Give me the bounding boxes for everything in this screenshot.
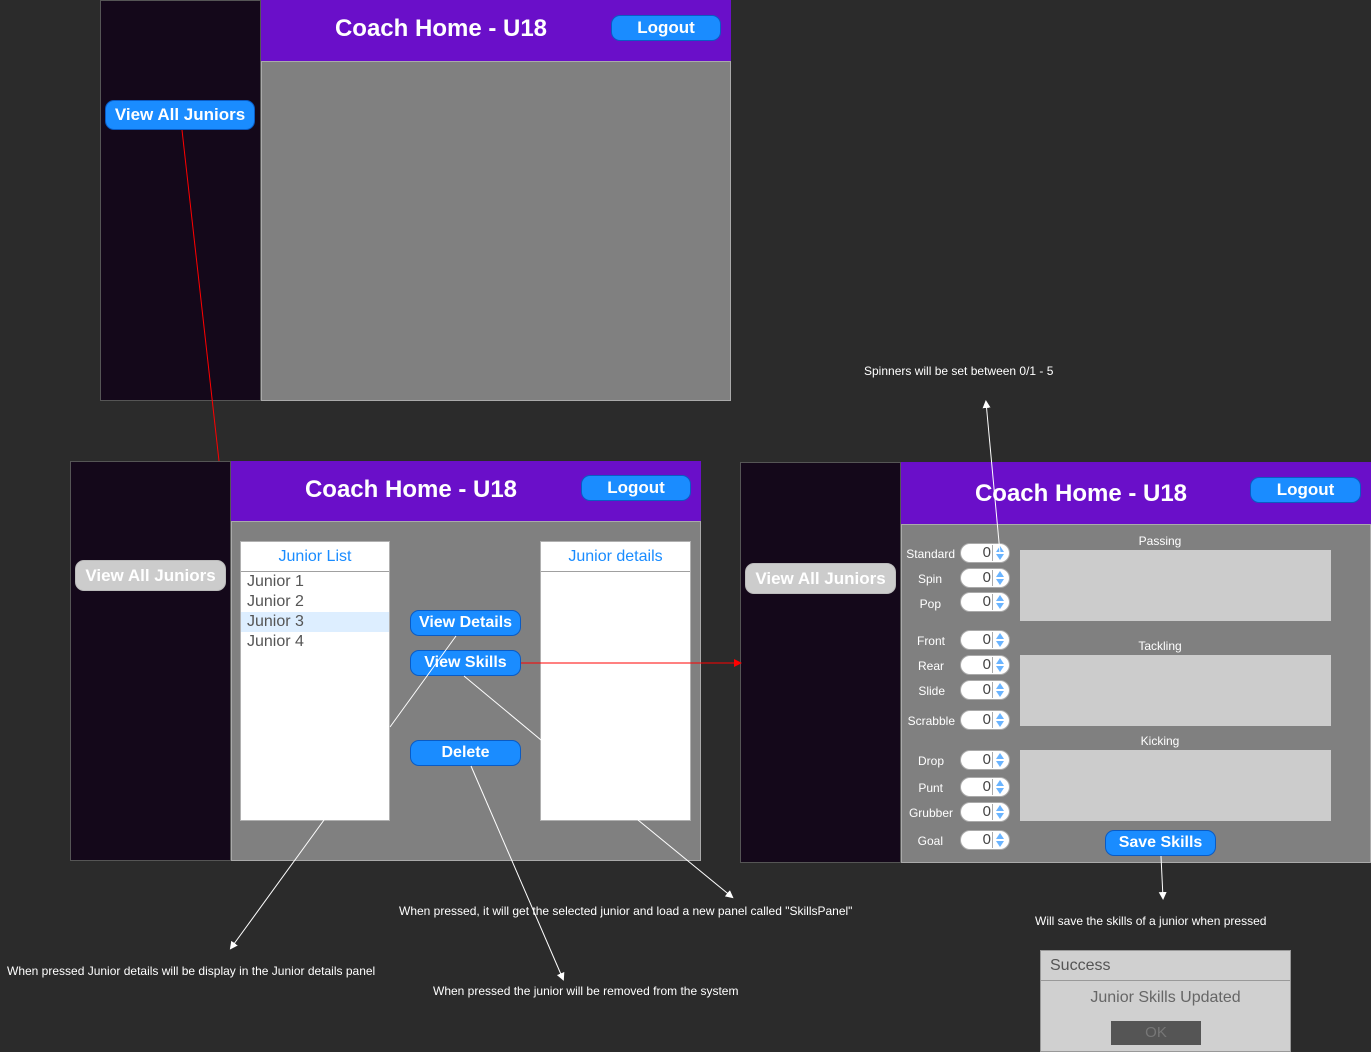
header: Coach Home - U18 Logout	[901, 462, 1371, 524]
spinner-value: 0	[982, 711, 991, 728]
sidebar	[70, 461, 231, 861]
spinner-arrows-icon[interactable]	[992, 832, 1007, 848]
kicking-title: Kicking	[1140, 734, 1180, 748]
view-all-juniors-button[interactable]: View All Juniors	[745, 563, 896, 594]
spinner-arrows-icon[interactable]	[992, 804, 1007, 820]
success-dialog: Success Junior Skills Updated OK	[1040, 950, 1291, 1052]
spin-spinner[interactable]: 0	[960, 568, 1010, 588]
view-all-juniors-button[interactable]: View All Juniors	[75, 560, 226, 591]
logout-button[interactable]: Logout	[611, 15, 721, 41]
front-spinner[interactable]: 0	[960, 630, 1010, 650]
spinner-arrows-icon[interactable]	[992, 594, 1007, 610]
passing-box	[1020, 550, 1331, 621]
spinner-arrows-icon[interactable]	[992, 779, 1007, 795]
spinner-arrows-icon[interactable]	[992, 712, 1007, 728]
drop-spinner[interactable]: 0	[960, 750, 1010, 770]
skill-label-scrabble: Scrabble	[907, 714, 955, 728]
spinner-value: 0	[982, 656, 991, 673]
junior-details-title: Junior details	[541, 542, 690, 572]
spinner-arrows-icon[interactable]	[992, 752, 1007, 768]
tackling-box	[1020, 655, 1331, 726]
spinner-value: 0	[982, 631, 991, 648]
list-item-selected[interactable]: Junior 3	[241, 612, 389, 632]
skill-label-goal: Goal	[917, 834, 943, 848]
grubber-spinner[interactable]: 0	[960, 802, 1010, 822]
tackling-title: Tackling	[1138, 639, 1182, 653]
spinner-value: 0	[982, 831, 991, 848]
sidebar	[100, 0, 261, 401]
list-item[interactable]: Junior 4	[247, 633, 304, 650]
passing-title: Passing	[1138, 534, 1182, 548]
slide-spinner[interactable]: 0	[960, 680, 1010, 700]
spinner-value: 0	[982, 751, 991, 768]
view-details-note: When pressed Junior details will be disp…	[7, 964, 376, 978]
spinner-value: 0	[982, 593, 991, 610]
dialog-message: Junior Skills Updated	[1090, 989, 1241, 1006]
spinner-value: 0	[982, 803, 991, 820]
spinner-arrows-icon[interactable]	[992, 632, 1007, 648]
spinner-value: 0	[982, 569, 991, 586]
delete-note: When pressed the junior will be removed …	[433, 984, 739, 998]
skill-label-pop: Pop	[919, 597, 941, 611]
save-note: Will save the skills of a junior when pr…	[1035, 914, 1267, 928]
skill-label-spin: Spin	[917, 572, 942, 586]
page-title: Coach Home - U18	[304, 476, 518, 503]
header: Coach Home - U18 Logout	[231, 461, 701, 521]
view-all-juniors-button[interactable]: View All Juniors	[105, 100, 255, 130]
content-panel	[261, 61, 731, 401]
page-title: Coach Home - U18	[974, 480, 1188, 507]
spinners-note: Spinners will be set between 0/1 - 5	[864, 364, 1054, 378]
dialog-title: Success	[1041, 951, 1290, 981]
punt-spinner[interactable]: 0	[960, 777, 1010, 797]
skill-label-punt: Punt	[918, 781, 943, 795]
skill-label-standard: Standard	[906, 547, 955, 561]
junior-details-panel: Junior details	[540, 541, 691, 821]
sidebar	[740, 462, 901, 863]
list-item[interactable]: Junior 1	[247, 573, 304, 590]
delete-button[interactable]: Delete	[410, 740, 521, 766]
ok-button[interactable]: OK	[1111, 1021, 1201, 1045]
header: Coach Home - U18 Logout	[261, 0, 731, 61]
spinner-arrows-icon[interactable]	[992, 570, 1007, 586]
junior-list-title: Junior List	[241, 542, 389, 572]
spinner-value: 0	[982, 778, 991, 795]
goal-spinner[interactable]: 0	[960, 830, 1010, 850]
skill-label-rear: Rear	[917, 659, 944, 673]
spinner-arrows-icon[interactable]	[992, 682, 1007, 698]
pop-spinner[interactable]: 0	[960, 592, 1010, 612]
skill-label-grubber: Grubber	[908, 806, 953, 820]
scrabble-spinner[interactable]: 0	[960, 710, 1010, 730]
spinner-arrows-icon[interactable]	[992, 657, 1007, 673]
kicking-box	[1020, 750, 1331, 821]
spinner-arrows-icon[interactable]	[992, 545, 1007, 561]
skill-label-slide: Slide	[918, 684, 945, 698]
logout-button[interactable]: Logout	[581, 475, 691, 501]
standard-spinner[interactable]: 0	[960, 543, 1010, 563]
skill-label-front: Front	[916, 634, 945, 648]
view-skills-button[interactable]: View Skills	[410, 650, 521, 676]
spinner-value: 0	[982, 544, 991, 561]
junior-list-panel: Junior List Junior 1 Junior 2 Junior 3 J…	[240, 541, 390, 821]
save-skills-button[interactable]: Save Skills	[1105, 830, 1216, 856]
list-item[interactable]: Junior 2	[247, 593, 304, 610]
rear-spinner[interactable]: 0	[960, 655, 1010, 675]
skill-label-drop: Drop	[917, 754, 944, 768]
spinner-value: 0	[982, 681, 991, 698]
view-details-button[interactable]: View Details	[410, 610, 521, 636]
view-skills-note: When pressed, it will get the selected j…	[399, 904, 853, 918]
page-title: Coach Home - U18	[334, 15, 548, 42]
logout-button[interactable]: Logout	[1250, 477, 1361, 503]
